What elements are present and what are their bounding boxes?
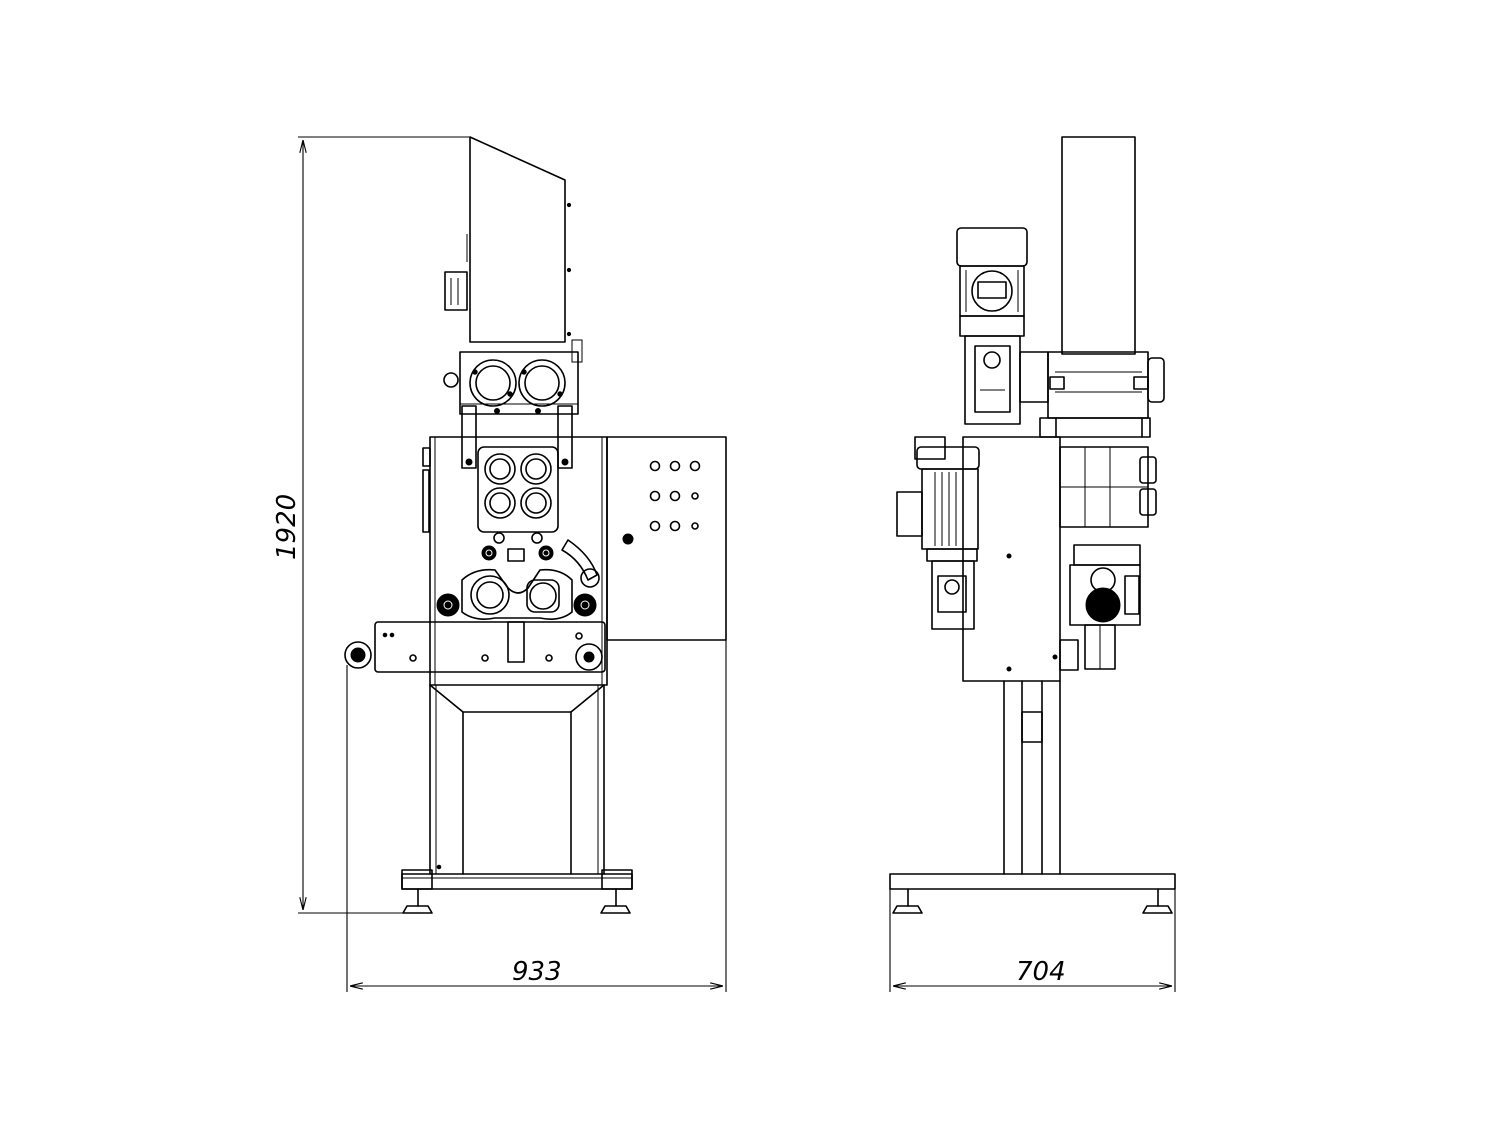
cross-shaft	[1039, 351, 1165, 438]
side-stand	[889, 680, 1176, 914]
conveyor	[344, 621, 606, 673]
side-view	[889, 136, 1176, 914]
forming-section	[436, 533, 634, 620]
height-dimension-label: 1920	[272, 494, 302, 560]
front-width-dimension-label: 933	[512, 957, 562, 987]
control-panel	[606, 436, 727, 641]
side-body	[962, 436, 1061, 682]
front-width-dimension: 933	[346, 640, 727, 992]
front-view	[344, 136, 727, 914]
side-width-dimension: 704	[889, 889, 1176, 992]
side-width-dimension-label: 704	[1016, 957, 1066, 987]
side-rollers	[1059, 446, 1157, 671]
front-stand	[401, 684, 633, 914]
hopper	[444, 136, 572, 343]
side-hopper	[1061, 136, 1136, 355]
top-motor	[956, 227, 1049, 425]
quad-rollers	[477, 446, 559, 544]
height-dimension: 1920	[272, 136, 470, 914]
upper-roller-head	[443, 339, 583, 469]
side-motor	[896, 436, 980, 630]
